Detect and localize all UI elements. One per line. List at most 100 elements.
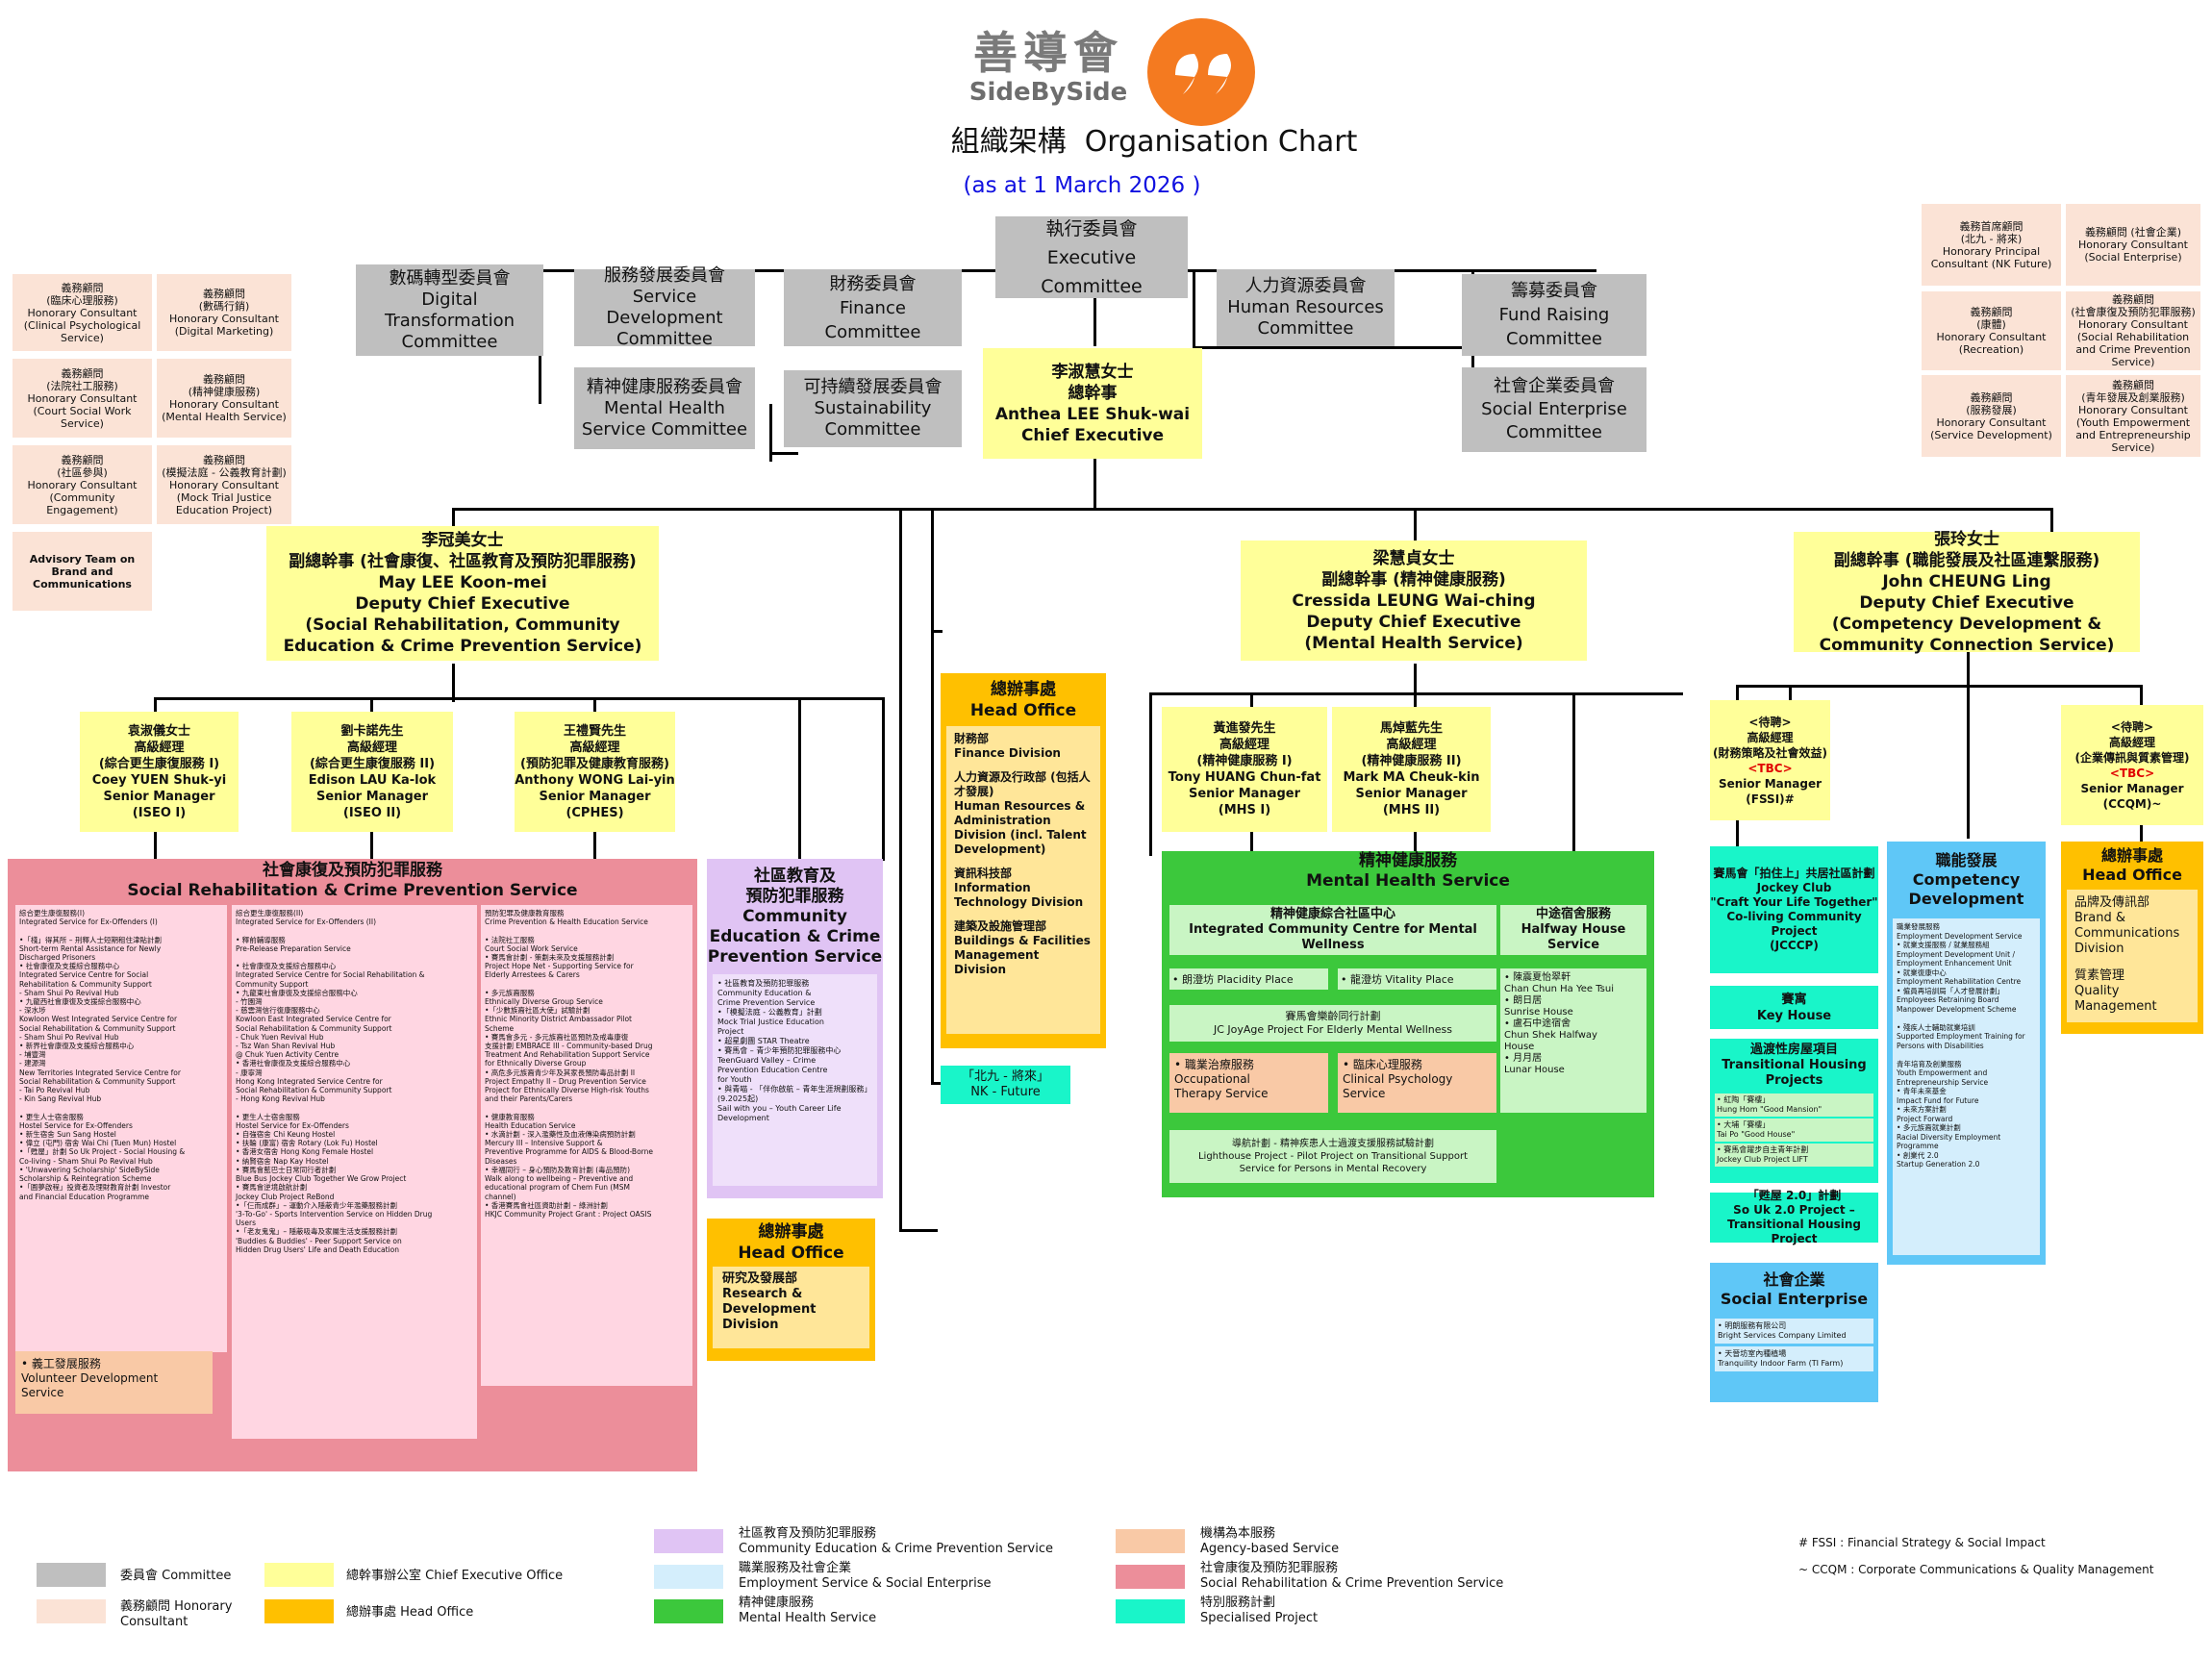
- manager-ccqm-en: Senior Manager (CCQM)~: [2080, 781, 2184, 811]
- honorary-court: 義務顧問 (法院社工服務) Honorary Consultant (Court…: [13, 359, 152, 438]
- manager-ccqm-tbc: <TBC>: [2109, 766, 2155, 780]
- it-division: 資訊科技部 Information Technology Division: [954, 867, 1084, 909]
- honorary-mock-trial: 義務顧問 (模擬法庭 - 公義教育計劃) Honorary Consultant…: [157, 445, 291, 524]
- jcccp-project: 賽馬會「拍住上」共居社區計劃 Jockey Club "Craft Your L…: [1710, 846, 1878, 973]
- clinical-psychology: • 臨床心理服務 Clinical Psychology Service: [1338, 1053, 1496, 1113]
- legend-label-community-edu: 社區教育及預防犯罪服務 Community Education & Crime …: [739, 1526, 1053, 1556]
- icc-title: 精神健康綜合社區中心 Integrated Community Centre f…: [1169, 905, 1496, 955]
- head-office-brand-title: 總辦事處 Head Office: [2082, 846, 2182, 884]
- halfway-title: 中途宿舍服務 Halfway House Service: [1500, 905, 1646, 955]
- manager-fssi-cn: <待聘> 高級經理 (財務策略及社會效益): [1713, 715, 1827, 760]
- manager-fssi-en: Senior Manager (FSSI)#: [1718, 776, 1822, 806]
- as-at-date: (as at 1 March 2026 ): [963, 173, 1201, 198]
- service-dev-committee: 服務發展委員會 Service Development Committee: [574, 265, 755, 349]
- logo-english: SideBySide: [968, 78, 1128, 107]
- legend-swatch-honorary: [37, 1599, 106, 1623]
- hr-committee: 人力資源委員會 Human Resources Committee: [1217, 269, 1395, 346]
- legend-swatch-rehab: [1116, 1565, 1185, 1589]
- honorary-digital-marketing: 義務顧問 (數碼行銷) Honorary Consultant (Digital…: [157, 274, 291, 351]
- rehab-col-1: 綜合更生康復服務(I) Integrated Service for Ex-Of…: [15, 905, 227, 1352]
- rehab-service-title: 社會康復及預防犯罪服務 Social Rehabilitation & Crim…: [127, 860, 578, 900]
- manager-fssi: <待聘> 高級經理 (財務策略及社會效益) <TBC> Senior Manag…: [1710, 700, 1830, 820]
- quality-management: 質素管理 Quality Management: [2074, 968, 2157, 1014]
- key-house: 賽寓 Key House: [1710, 986, 1878, 1029]
- head-office-research-title: 總辦事處 Head Office: [738, 1222, 844, 1263]
- honorary-social-enterprise: 義務顧問 (社會企業) Honorary Consultant (Social …: [2066, 204, 2200, 286]
- head-office-research: 總辦事處 Head Office 研究及發展部 Research & Devel…: [707, 1219, 875, 1361]
- logo-chinese: 善導會: [973, 27, 1123, 79]
- fund-committee: 籌募委員會 Fund Raising Committee: [1462, 274, 1646, 356]
- legend-label-agency: 機構為本服務 Agency-based Service: [1200, 1526, 1340, 1556]
- transitional-item-3: • 賽馬會躍步自主青年計劃 Jockey Club Project LIFT: [1715, 1144, 1873, 1167]
- legend-swatch-agency: [1116, 1529, 1185, 1553]
- finance-division: 財務部 Finance Division: [954, 732, 1061, 760]
- manager-fssi-tbc: <TBC>: [1747, 761, 1793, 775]
- community-education-title: 社區教育及 預防犯罪服務 Community Education & Crime…: [707, 866, 883, 967]
- legend-label-rehab: 社會康復及預防犯罪服務 Social Rehabilitation & Crim…: [1200, 1561, 1504, 1591]
- mental-committee: 精神健康服務委員會 Mental Health Service Committe…: [574, 367, 755, 449]
- legend-label-head-office: 總辦事處 Head Office: [346, 1605, 474, 1620]
- legend-swatch-special: [1116, 1599, 1185, 1623]
- nk-future: 「北九 - 將來」 NK - Future: [941, 1066, 1070, 1104]
- deputy-cressida-leung: 梁慧貞女士 副總幹事 (精神健康服務) Cressida LEUNG Wai-c…: [1241, 540, 1587, 661]
- manager-ccqm: <待聘> 高級經理 (企業傳訊與質素管理) <TBC> Senior Manag…: [2061, 705, 2203, 825]
- manager-tony-huang: 黃進發先生 高級經理 (精神健康服務 I) Tony HUANG Chun-fa…: [1162, 707, 1327, 832]
- legend-swatch-head-office: [264, 1599, 334, 1623]
- legend-swatch-employment: [654, 1565, 723, 1589]
- competency-body: 職業發展服務 Employment Development Service • …: [1893, 918, 2040, 1255]
- honorary-youth: 義務顧問 (青年發展及創業服務) Honorary Consultant (Yo…: [2066, 375, 2200, 457]
- social-enterprise-title: 社會企業 Social Enterprise: [1720, 1269, 1869, 1308]
- community-education-panel: 社區教育及 預防犯罪服務 Community Education & Crime…: [707, 859, 883, 1198]
- legend-label-committee: 委員會 Committee: [120, 1569, 232, 1583]
- advisory-team: Advisory Team on Brand and Communication…: [13, 532, 152, 611]
- community-education-body: • 社區教育及預防犯罪服務 Community Education & Crim…: [713, 974, 877, 1186]
- mental-health-panel: 精神健康服務 Mental Health Service 精神健康綜合社區中心 …: [1162, 851, 1654, 1197]
- rehab-col-2: 綜合更生康復服務(II) Integrated Service for Ex-O…: [232, 905, 477, 1439]
- social-enterprise-item-1: • 明朗服務有限公司 Bright Services Company Limit…: [1715, 1319, 1873, 1344]
- head-office-main-list: 財務部 Finance Division 人力資源及行政部 (包括人才發展) H…: [946, 726, 1100, 1034]
- occupational-therapy: • 職業治療服務 Occupational Therapy Service: [1169, 1053, 1328, 1113]
- brand-division: 品牌及傳訊部 Brand & Communications Division: [2074, 895, 2180, 956]
- legend-label-employment: 職業服務及社會企業 Employment Service & Social En…: [739, 1561, 992, 1591]
- legend: 委員會 Committee 義務顧問 Honorary Consultant 總…: [0, 1515, 2212, 1659]
- page-title: 組織架構 Organisation Chart: [950, 125, 1358, 159]
- manager-anthony-wong: 王禮賢先生 高級經理 (預防犯罪及健康教育服務) Anthony WONG La…: [515, 712, 675, 832]
- legend-label-ceo-office: 總幹事辦公室 Chief Executive Office: [346, 1569, 564, 1583]
- transitional-housing-title: 過渡性房屋項目 Transitional Housing Projects: [1722, 1042, 1867, 1088]
- legend-label-honorary: 義務顧問 Honorary Consultant: [120, 1599, 233, 1629]
- joyage-project: 賽馬會樂齡同行計劃 JC JoyAge Project For Elderly …: [1169, 1005, 1496, 1042]
- so-uk-project: 「甦屋 2.0」計劃 So Uk 2.0 Project – Transitio…: [1710, 1189, 1878, 1245]
- social-enterprise-item-2: • 天晉坊室內種植場 Tranquility Indoor Farm (TI F…: [1715, 1346, 1873, 1371]
- manager-mark-ma: 馬焯藍先生 高級經理 (精神健康服務 II) Mark MA Cheuk-kin…: [1332, 707, 1491, 832]
- sustainability-committee: 可持續發展委員會 Sustainability Committee: [784, 370, 962, 447]
- legend-swatch-community-edu: [654, 1529, 723, 1553]
- chief-executive: 李淑慧女士 總幹事 Anthea LEE Shuk-wai Chief Exec…: [983, 348, 1202, 459]
- head-office-brand-list: 品牌及傳訊部 Brand & Communications Division 質…: [2067, 890, 2198, 1022]
- social-enterprise-committee: 社會企業委員會 Social Enterprise Committee: [1462, 367, 1646, 452]
- honorary-service-dev: 義務顧問 (服務發展) Honorary Consultant (Service…: [1922, 375, 2061, 457]
- note-ccqm: ~ CCQM : Corporate Communications & Qual…: [1798, 1563, 2154, 1576]
- competency-title: 職能發展 Competency Development: [1908, 851, 2024, 908]
- legend-swatch-ceo-office: [264, 1563, 334, 1587]
- halfway-list: • 陳震夏怡翠軒 Chan Chun Ha Yee Tsui • 朗日居 Sun…: [1500, 968, 1646, 1113]
- transitional-item-1: • 紅陶「賽樓」 Hung Hom "Good Mansion": [1715, 1093, 1873, 1117]
- lighthouse-project: 導航計劃 - 精神疾患人士過渡支援服務試驗計劃 Lighthouse Proje…: [1169, 1130, 1496, 1183]
- honorary-rehab: 義務顧問 (社會康復及預防犯罪服務) Honorary Consultant (…: [2066, 291, 2200, 370]
- executive-committee: 執行委員會 Executive Committee: [995, 216, 1188, 298]
- logo-wordmark: 善導會 SideBySide: [962, 24, 1135, 111]
- transitional-item-2: • 大埔「賽樓」 Tai Po "Good House": [1715, 1119, 1873, 1142]
- legend-swatch-committee: [37, 1563, 106, 1587]
- vitality-place: • 龍澄坊 Vitality Place: [1338, 968, 1496, 990]
- manager-edison-lau: 劉卡諾先生 高級經理 (綜合更生康復服務 II) Edison LAU Ka-l…: [291, 712, 453, 832]
- hr-division: 人力資源及行政部 (包括人才發展) Human Resources & Admi…: [954, 770, 1091, 856]
- volunteer-service: • 義工發展服務 Volunteer Development Service: [15, 1351, 213, 1414]
- honorary-recreation: 義務顧問 (康體) Honorary Consultant (Recreatio…: [1922, 291, 2061, 370]
- legend-label-special: 特別服務計劃 Specialised Project: [1200, 1596, 1319, 1625]
- competency-panel: 職能發展 Competency Development 職業發展服務 Emplo…: [1887, 842, 2046, 1265]
- head-office-main-title: 總辦事處 Head Office: [969, 679, 1077, 720]
- rehab-col-3: 預防犯罪及健康教育服務 Crime Prevention & Health Ed…: [481, 905, 692, 1386]
- deputy-may-lee: 李冠美女士 副總幹事 (社會康復、社區教育及預防犯罪服務) May LEE Ko…: [266, 526, 659, 661]
- honorary-mental: 義務顧問 (精神健康服務) Honorary Consultant (Menta…: [157, 359, 291, 438]
- honorary-community: 義務顧問 (社區參與) Honorary Consultant (Communi…: [13, 445, 152, 524]
- buildings-division: 建築及設施管理部 Buildings & Facilities Manageme…: [954, 919, 1091, 976]
